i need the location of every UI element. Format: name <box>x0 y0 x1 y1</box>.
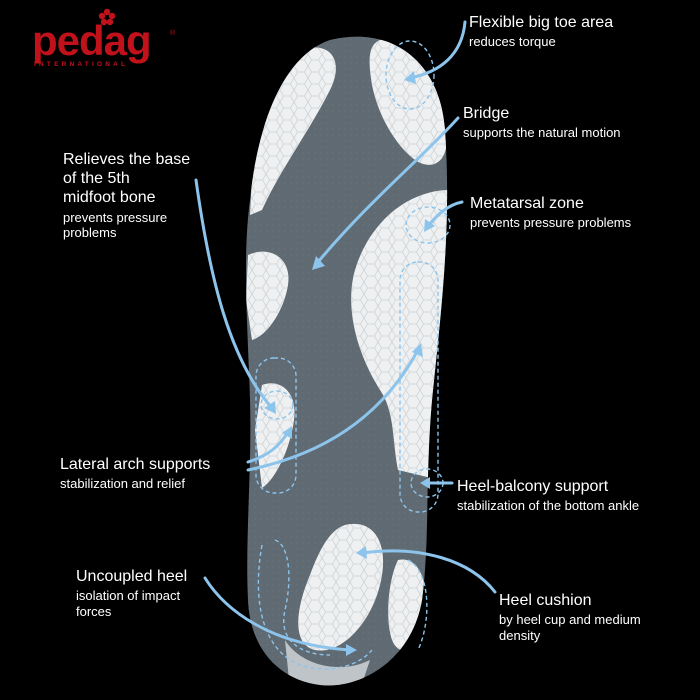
callout-title: Metatarsal zone <box>470 195 584 212</box>
arrows <box>194 20 497 652</box>
arrowheads <box>264 71 435 656</box>
callout-subtitle-line: prevents pressure <box>63 209 168 225</box>
arrow-midfoot <box>194 178 274 410</box>
callout-title: Lateral arch supports <box>60 456 211 473</box>
lateral-pad-upper <box>246 251 289 340</box>
callout-title-line: Relieves the base <box>63 151 191 168</box>
callout-subtitle-line: problems <box>63 225 117 241</box>
callout-subtitle: stabilization of the bottom ankle <box>457 498 640 514</box>
callout-subtitle: stabilization and relief <box>60 476 186 492</box>
heel-cushion-zone <box>407 559 428 651</box>
callout-subtitle-line: density <box>499 627 541 643</box>
brand-name: pedag <box>32 17 152 64</box>
lateral-arch-zone <box>255 357 297 494</box>
flower-icon <box>98 8 116 26</box>
big-toe-zone <box>385 40 435 110</box>
callout-title: Bridge <box>463 105 510 122</box>
callout-title-line: of the 5th <box>63 170 130 188</box>
callout-subtitle-line: isolation of impact <box>76 588 181 604</box>
arrow-lateral-arch-b <box>246 348 420 472</box>
lateral-arch-pad <box>255 383 295 488</box>
callout-title: Uncoupled heel <box>76 568 188 585</box>
callout-title: Flexible big toe area <box>469 14 614 31</box>
arrow-bridge <box>316 116 460 264</box>
callout-subtitle: supports the natural motion <box>463 125 621 141</box>
callout-lateral-arch: Lateral arch supports stabilization and … <box>60 455 210 492</box>
brand-logo: pedag ® INTERNATIONAL <box>30 8 180 70</box>
callout-subtitle: reduces torque <box>469 34 556 50</box>
callout-heel-balcony: Heel-balcony support stabilization of th… <box>457 477 639 514</box>
callout-title: Heel-balcony support <box>457 478 609 495</box>
medial-arch-pad <box>351 190 448 480</box>
uncoupled-heel-zone-inner <box>274 539 331 656</box>
callout-metatarsal: Metatarsal zone prevents pressure proble… <box>470 194 631 231</box>
arrow-uncoupled-heel <box>203 576 352 652</box>
callout-bridge: Bridge supports the natural motion <box>463 104 621 141</box>
midfoot-dot <box>260 390 294 420</box>
heel-balcony-zone <box>399 261 439 513</box>
metatarsal-zone <box>405 206 451 244</box>
brand-subtitle: INTERNATIONAL <box>34 61 129 68</box>
heel-rim-pad <box>388 559 427 651</box>
callout-title: Heel cushion <box>499 592 592 609</box>
dashed-zones <box>255 40 451 670</box>
callout-uncoupled-heel: Uncoupled heel isolation of impact force… <box>76 567 187 619</box>
callout-big-toe: Flexible big toe area reduces torque <box>469 13 613 50</box>
arrow-big-toe <box>408 20 467 80</box>
callout-title-line: midfoot bone <box>63 189 156 207</box>
callout-subtitle-line: by heel cup and medium <box>499 612 641 628</box>
callout-subtitle: prevents pressure problems <box>470 215 632 231</box>
callout-heel-cushion: Heel cushion by heel cup and medium dens… <box>499 591 641 643</box>
callout-subtitle-line: forces <box>76 603 112 619</box>
callout-midfoot: Relieves the base of the 5th midfoot bon… <box>63 150 190 241</box>
arrow-heel-cushion <box>360 549 497 594</box>
uncoupled-heel-zone <box>257 544 373 670</box>
registered-mark: ® <box>170 30 176 37</box>
